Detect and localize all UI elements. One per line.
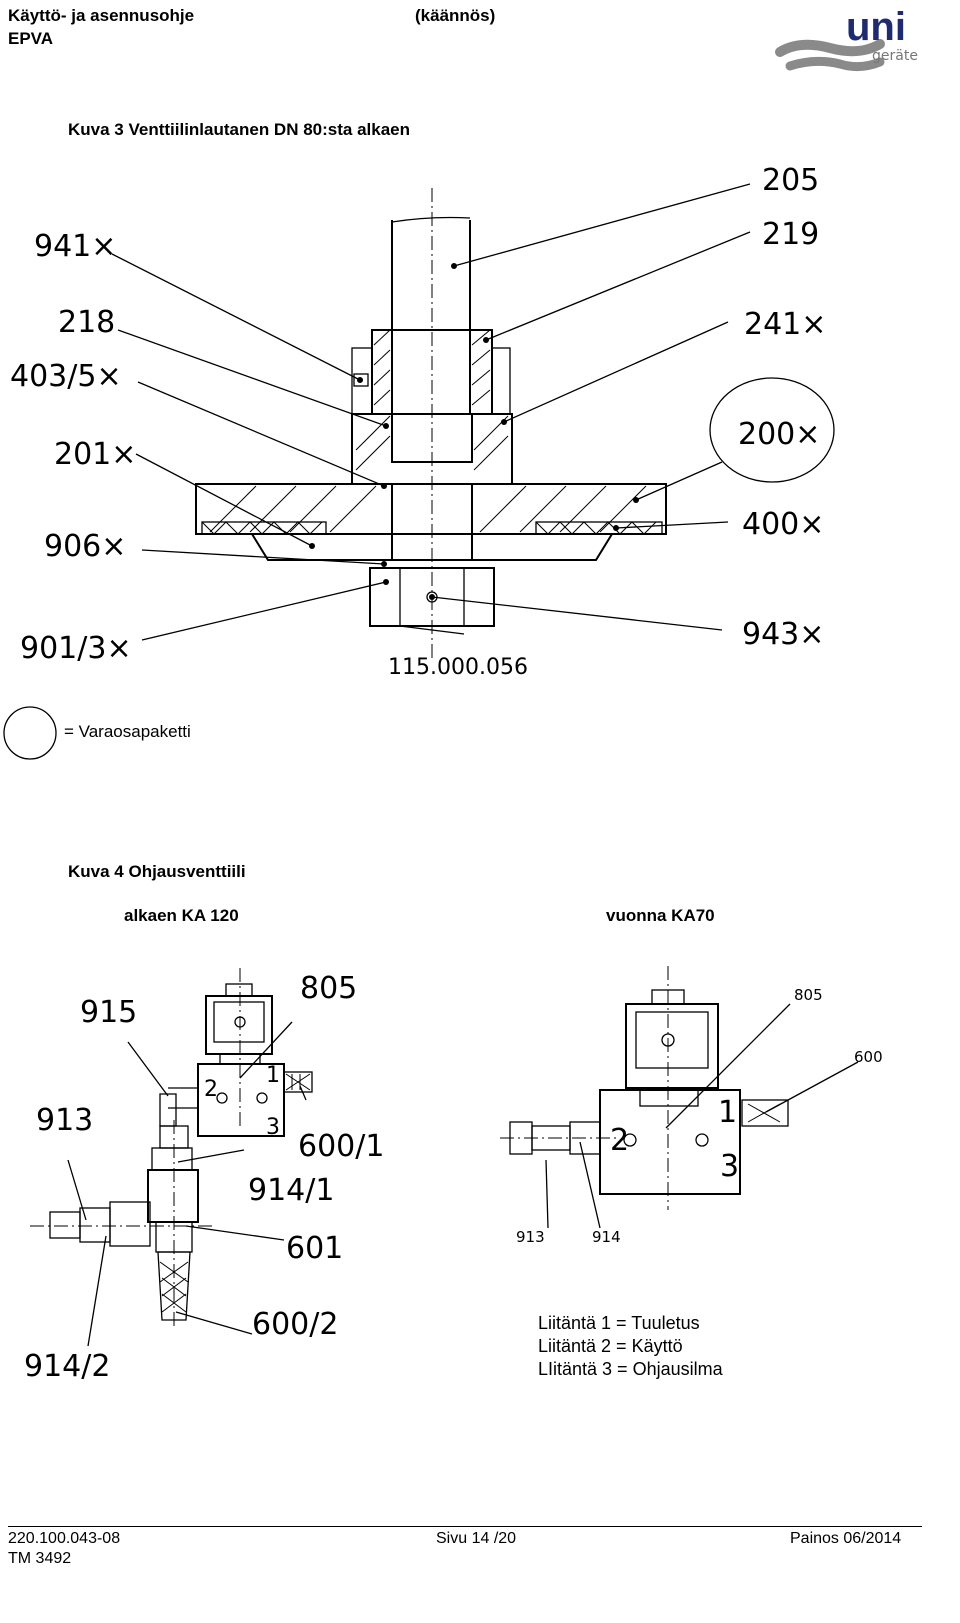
left-label-600-1: 600/1 bbox=[298, 1129, 384, 1164]
label-906: 906× bbox=[44, 529, 126, 564]
connection-3: LIitäntä 3 = Ohjausilma bbox=[538, 1359, 723, 1379]
connection-list: Liitäntä 1 = Tuuletus Liitäntä 2 = Käytt… bbox=[538, 1312, 723, 1381]
footer-edition: Painos 06/2014 bbox=[790, 1530, 902, 1547]
connection-2: Liitäntä 2 = Käyttö bbox=[538, 1336, 683, 1356]
connection-1: Liitäntä 1 = Tuuletus bbox=[538, 1313, 700, 1333]
label-400: 400× bbox=[742, 507, 824, 542]
logo-text: uni bbox=[846, 5, 906, 49]
figure4-left-subtitle: alkaen KA 120 bbox=[124, 906, 239, 925]
right-port-1: 1 bbox=[718, 1095, 737, 1130]
right-label-914: 914 bbox=[592, 1228, 621, 1246]
header-doc-title: Käyttö- ja asennusohje bbox=[8, 6, 195, 25]
uni-logo: uni geräte bbox=[775, 5, 918, 72]
left-port-3: 3 bbox=[266, 1115, 280, 1140]
label-941: 941× bbox=[34, 229, 116, 264]
header-product-code: EPVA bbox=[8, 29, 54, 48]
left-label-913: 913 bbox=[36, 1103, 93, 1138]
left-label-601: 601 bbox=[286, 1231, 343, 1266]
control-valve-left-drawing: 2 1 3 805 915 913 600/1 914/1 601 600/2 … bbox=[24, 968, 384, 1384]
right-label-600: 600 bbox=[854, 1048, 883, 1066]
spare-part-circle bbox=[709, 377, 835, 483]
left-port-1: 1 bbox=[266, 1063, 280, 1088]
footer-divider bbox=[8, 1526, 922, 1527]
valve-disc-drawing: 941× 218 403/5× 201× 906× 901/3× 205 219… bbox=[10, 163, 835, 680]
figure4-right-subtitle: vuonna KA70 bbox=[606, 906, 715, 925]
label-200: 200× bbox=[738, 417, 820, 452]
label-201: 201× bbox=[54, 437, 136, 472]
right-port-2: 2 bbox=[610, 1123, 629, 1158]
drawing-number: 115.000.056 bbox=[388, 655, 528, 680]
right-label-913: 913 bbox=[516, 1228, 545, 1246]
label-901-3: 901/3× bbox=[20, 631, 132, 666]
label-943: 943× bbox=[742, 617, 824, 652]
legend-circle-icon bbox=[3, 706, 57, 760]
label-205: 205 bbox=[762, 163, 819, 198]
left-label-600-2: 600/2 bbox=[252, 1307, 338, 1342]
label-403-5: 403/5× bbox=[10, 359, 122, 394]
header-translation-note: (käännös) bbox=[415, 6, 496, 25]
left-port-2: 2 bbox=[204, 1077, 218, 1102]
right-port-3: 3 bbox=[720, 1149, 739, 1184]
logo-swirl-graphic bbox=[775, 39, 885, 72]
label-241: 241× bbox=[744, 307, 826, 342]
footer-doc-number: 220.100.043-08 bbox=[8, 1530, 121, 1547]
label-219: 219 bbox=[762, 217, 819, 252]
legend-text: = Varaosapaketti bbox=[64, 722, 191, 741]
left-label-914-1: 914/1 bbox=[248, 1173, 334, 1208]
figure3-caption: Kuva 3 Venttiilinlautanen DN 80:sta alka… bbox=[68, 120, 411, 139]
label-218: 218 bbox=[58, 305, 115, 340]
left-label-805: 805 bbox=[300, 971, 357, 1006]
logo-subtext: geräte bbox=[872, 48, 918, 64]
footer-tm: TM 3492 bbox=[8, 1550, 72, 1567]
footer-page: Sivu 14 /20 bbox=[436, 1530, 517, 1547]
right-label-805: 805 bbox=[794, 986, 823, 1004]
left-label-914-2: 914/2 bbox=[24, 1349, 110, 1384]
control-valve-right-drawing: 2 1 3 805 600 913 914 bbox=[500, 966, 883, 1246]
left-label-915: 915 bbox=[80, 995, 137, 1030]
figure4-caption: Kuva 4 Ohjausventtiili bbox=[68, 862, 246, 881]
